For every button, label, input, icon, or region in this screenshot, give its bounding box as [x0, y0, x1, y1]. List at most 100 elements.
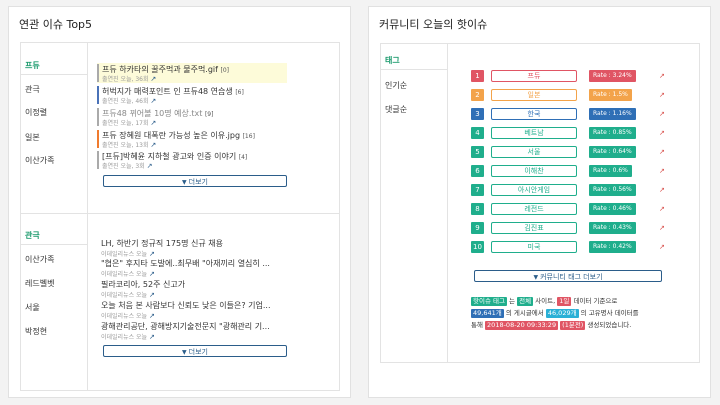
news-tab-5[interactable]: 박정현 — [25, 327, 48, 336]
external-link-icon[interactable]: ↗ — [659, 224, 665, 232]
external-link-icon[interactable]: ↗ — [659, 72, 665, 80]
news-meta: 이데일리뉴스 오늘 — [101, 313, 148, 320]
community-tag-more-button[interactable]: ▼커뮤니티 태그 더보기 — [474, 270, 662, 282]
rate-badge: Rate : 0.56% — [589, 184, 636, 196]
community-hot-panel: 커뮤니티 오늘의 핫이슈 태그 인기순 댓글순 1 프듀 Rate : 3.24% ↗… — [368, 6, 711, 398]
news-title[interactable]: "협은" 후지타 도발에..최무배 "아재끼리 열심히 ... — [101, 259, 270, 268]
news-title[interactable]: 오늘 처음 본 사람보다 신뢰도 낮은 이들은? 기업... — [101, 301, 271, 310]
external-link-icon[interactable]: ↗ — [150, 119, 157, 127]
news-meta: 이데일리뉴스 오늘 — [101, 271, 148, 278]
external-link-icon[interactable]: ↗ — [659, 167, 665, 175]
tag-keyword[interactable]: 김진표 — [491, 222, 577, 234]
news-tab-1[interactable]: 관극 — [25, 231, 40, 240]
more-button[interactable]: ▼더보기 — [103, 175, 287, 187]
post-meta: 출연진 오늘, 17회 — [102, 120, 149, 127]
issue-tab-1[interactable]: 프듀 — [25, 61, 40, 70]
external-link-icon[interactable]: ↗ — [150, 141, 157, 149]
issue-tab-3[interactable]: 이정렬 — [25, 108, 48, 117]
comment-count: [9] — [204, 111, 214, 118]
related-issues-panel: 연관 이슈 Top5 프듀 관극 이정렬 일본 이산가족 프듀 하카타의 꿀주먹… — [8, 6, 351, 398]
post-title[interactable]: 프듀 장혜원 대폭란 가능성 높은 이유.jpg — [102, 131, 241, 140]
tag-keyword[interactable]: 미국 — [491, 241, 577, 253]
issue-post-item[interactable]: 프듀 장혜원 대폭란 가능성 높은 이유.jpg [16] 출연진 오늘, 13… — [97, 129, 287, 149]
hot-tab-comments[interactable]: 댓글순 — [385, 105, 408, 114]
summary-line-3: 통해 2018-08-20 09:33:29 (1분전) 생성되었습니다. — [471, 321, 632, 330]
external-link-icon[interactable]: ↗ — [659, 205, 665, 213]
caret-down-square-icon: ▼ — [533, 274, 539, 281]
post-title[interactable]: 허벅지가 매력포인트 인 프듀48 연습생 — [102, 87, 233, 96]
rank-number: 8 — [471, 203, 484, 215]
post-meta: 출연진 오늘, 46회 — [102, 98, 149, 105]
external-link-icon[interactable]: ↗ — [149, 291, 155, 299]
tag-keyword[interactable]: 레전드 — [491, 203, 577, 215]
post-title[interactable]: 프듀48 뀌어볼 10명 예상.txt — [102, 109, 203, 118]
rank-number: 9 — [471, 222, 484, 234]
relative-time-badge: (1분전) — [560, 321, 586, 330]
post-title[interactable]: [프듀]박혜윤 지하철 광고와 인증 이야기 — [102, 152, 237, 161]
tag-keyword[interactable]: 프듀 — [491, 70, 577, 82]
post-meta: 출연진 오늘, 3회 — [102, 163, 145, 170]
issue-tab-5[interactable]: 이산가족 — [25, 156, 55, 165]
comment-count: [4] — [238, 154, 248, 161]
timestamp-badge: 2018-08-20 09:33:29 — [485, 321, 559, 330]
news-tab-2[interactable]: 이산가족 — [25, 255, 55, 264]
rate-badge: Rate : 3.24% — [589, 70, 636, 82]
external-link-icon[interactable]: ↗ — [149, 312, 155, 320]
external-link-icon[interactable]: ↗ — [150, 97, 157, 105]
tag-keyword[interactable]: 일본 — [491, 89, 577, 101]
news-item[interactable]: "협은" 후지타 도발에..최무배 "아재끼리 열심히 ... 이데일리뉴스 오… — [101, 258, 291, 278]
external-link-icon[interactable]: ↗ — [149, 270, 155, 278]
news-item[interactable]: LH, 하반기 정규직 175명 신규 채용 이데일리뉴스 오늘 ↗ — [101, 238, 291, 258]
rank-number: 6 — [471, 165, 484, 177]
noun-count-badge: 46,029개 — [545, 309, 579, 318]
news-item[interactable]: 필라코리아, 52주 신고가 이데일리뉴스 오늘 ↗ — [101, 279, 291, 299]
news-title[interactable]: 필라코리아, 52주 신고가 — [101, 280, 186, 289]
rate-badge: Rate : 0.43% — [589, 222, 636, 234]
hot-tab-tag[interactable]: 태그 — [385, 56, 400, 65]
news-meta: 이데일리뉴스 오늘 — [101, 292, 148, 299]
external-link-icon[interactable]: ↗ — [659, 129, 665, 137]
external-link-icon[interactable]: ↗ — [149, 333, 155, 341]
tag-keyword[interactable]: 베트남 — [491, 127, 577, 139]
news-title[interactable]: LH, 하반기 정규직 175명 신규 채용 — [101, 239, 223, 248]
external-link-icon[interactable]: ↗ — [146, 162, 153, 170]
rate-badge: Rate : 1.5% — [589, 89, 632, 101]
post-title[interactable]: 프듀 하카타의 꿀주먹과 물주먹.gif — [102, 65, 218, 74]
news-title[interactable]: 광해관리공단, 광해방지기술전문지 "광해관리 기... — [101, 322, 270, 331]
external-link-icon[interactable]: ↗ — [149, 250, 155, 258]
issue-post-item[interactable]: [프듀]박혜윤 지하철 광고와 인증 이야기 [4] 출연진 오늘, 3회 ↗ — [97, 150, 287, 170]
news-item[interactable]: 광해관리공단, 광해방지기술전문지 "광해관리 기... 이데일리뉴스 오늘 ↗ — [101, 321, 291, 341]
more-button[interactable]: ▼더보기 — [103, 345, 287, 357]
issue-box-1: 프듀 관극 이정렬 일본 이산가족 프듀 하카타의 꿀주먹과 물주먹.gif [… — [20, 42, 340, 214]
issue-post-item[interactable]: 허벅지가 매력포인트 인 프듀48 연습생 [6] 출연진 오늘, 46회 ↗ — [97, 85, 287, 105]
news-tab-4[interactable]: 서울 — [25, 303, 40, 312]
issue-post-item[interactable]: 프듀 하카타의 꿀주먹과 물주먹.gif [0] 출연진 오늘, 36회 ↗ — [97, 63, 287, 83]
news-meta: 이데일리뉴스 오늘 — [101, 334, 148, 341]
issue-tab-2[interactable]: 관극 — [25, 85, 40, 94]
issue-post-item[interactable]: 프듀48 뀌어볼 10명 예상.txt [9] 출연진 오늘, 17회 ↗ — [97, 107, 287, 127]
external-link-icon[interactable]: ↗ — [659, 110, 665, 118]
external-link-icon[interactable]: ↗ — [659, 186, 665, 194]
external-link-icon[interactable]: ↗ — [659, 148, 665, 156]
rate-badge: Rate : 0.6% — [589, 165, 632, 177]
post-meta: 출연진 오늘, 13회 — [102, 142, 149, 149]
external-link-icon[interactable]: ↗ — [659, 91, 665, 99]
external-link-icon[interactable]: ↗ — [150, 75, 157, 83]
community-hot-title: 커뮤니티 오늘의 핫이슈 — [379, 18, 488, 31]
external-link-icon[interactable]: ↗ — [659, 243, 665, 251]
hot-tab-popular[interactable]: 인기순 — [385, 81, 408, 90]
issue-tab-4[interactable]: 일본 — [25, 133, 40, 142]
related-issues-title: 연관 이슈 Top5 — [19, 18, 93, 31]
rank-number: 3 — [471, 108, 484, 120]
news-item[interactable]: 오늘 처음 본 사람보다 신뢰도 낮은 이들은? 기업... 이데일리뉴스 오늘… — [101, 300, 291, 320]
rate-badge: Rate : 1.16% — [589, 108, 636, 120]
tag-keyword[interactable]: 아시안게임 — [491, 184, 577, 196]
tag-keyword[interactable]: 서울 — [491, 146, 577, 158]
news-tab-3[interactable]: 레드벨벳 — [25, 279, 55, 288]
rank-number: 1 — [471, 70, 484, 82]
summary-line-2: 49,641개 의 게시글에서 46,029개 의 고유명사 데이터를 — [471, 309, 639, 318]
tag-keyword[interactable]: 이해찬 — [491, 165, 577, 177]
post-count-badge: 49,641개 — [471, 309, 504, 318]
tag-keyword[interactable]: 한국 — [491, 108, 577, 120]
